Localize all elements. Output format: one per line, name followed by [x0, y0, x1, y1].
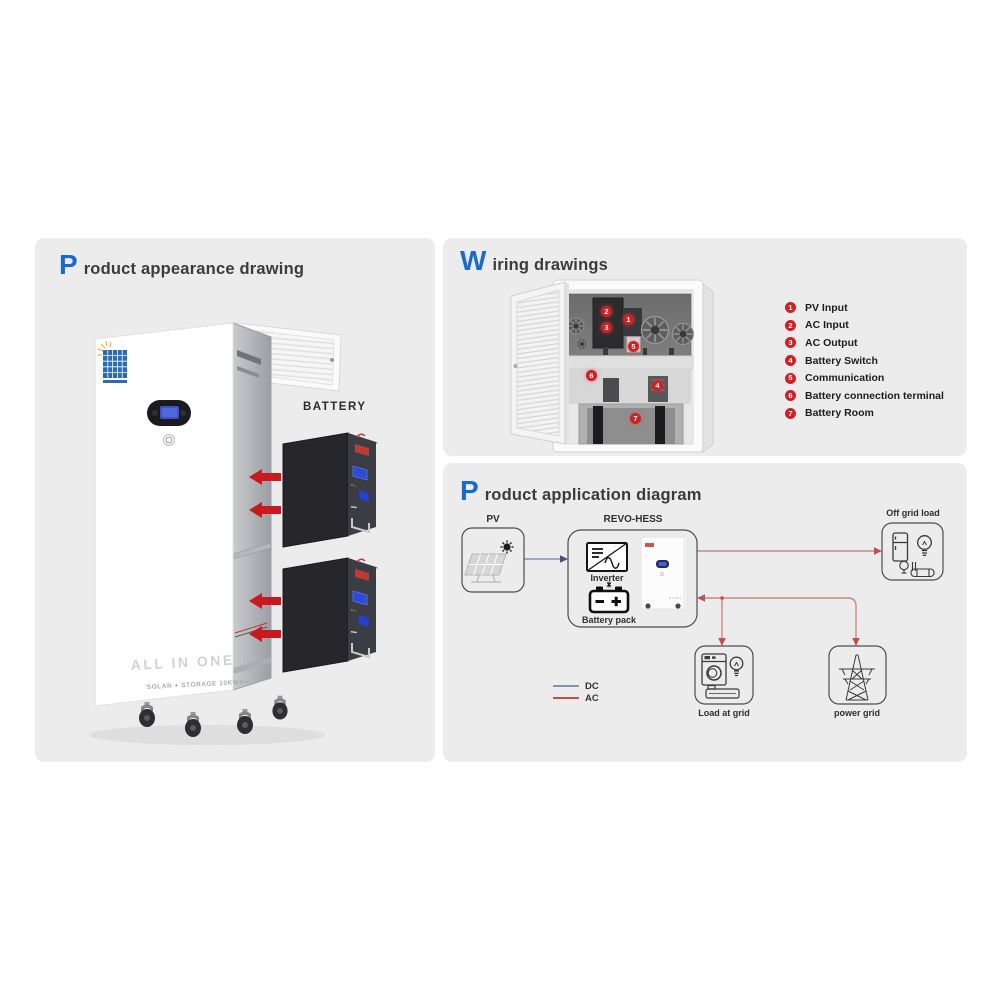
legend-item: 3 AC Output — [785, 334, 944, 352]
transmission-tower-icon — [839, 654, 875, 701]
title-text: iring drawings — [492, 256, 608, 274]
title-text: roduct application diagram — [484, 486, 702, 504]
legend-number-badge: 2 — [785, 319, 796, 331]
battery-room — [578, 403, 684, 445]
fan-icon — [899, 560, 917, 574]
revo-hess-label: REVO-HESS — [603, 514, 663, 525]
legend-number-badge: 6 — [785, 390, 796, 402]
floor-shadow — [89, 725, 325, 745]
diagram-badge-7: 7 — [630, 413, 641, 424]
legend-number-badge: 5 — [785, 372, 796, 384]
light-bulb-icon — [917, 535, 932, 556]
wiring-illustration — [510, 279, 714, 454]
off-grid-load-label: Off grid load — [886, 508, 940, 518]
battery-caption: BATTERY — [303, 401, 367, 413]
wiring-title: W iring drawings — [460, 247, 608, 275]
legend-number-badge: 3 — [785, 337, 796, 349]
battery-module-upper — [282, 432, 378, 548]
battery-pack-icon — [588, 581, 630, 614]
legend-item: 2 AC Input — [785, 317, 944, 335]
load-at-grid-icons — [701, 653, 744, 699]
ac-connections — [697, 550, 877, 641]
brand-logo-icon — [97, 340, 127, 383]
legend-item: 7 Battery Room — [785, 405, 944, 423]
power-grid-label: power grid — [833, 708, 881, 718]
dc-line-sample — [553, 685, 579, 687]
pv-label: PV — [486, 514, 500, 525]
ac-legend-label: AC — [585, 693, 599, 704]
legend-item: 4 Battery Switch — [785, 352, 944, 370]
pv-node-box — [461, 527, 525, 593]
diagram-badge-1: 1 — [623, 314, 634, 325]
diagram-badge-4: 4 — [652, 380, 663, 391]
legend-item: 6 Battery connection terminal — [785, 387, 944, 405]
door-handle-icon — [513, 364, 518, 368]
washing-machine-icon — [701, 653, 727, 686]
title-initial: W — [460, 245, 487, 276]
title-text: roduct appearance drawing — [83, 260, 305, 278]
application-diagram — [461, 522, 944, 705]
open-door — [510, 281, 569, 445]
title-initial: P — [460, 475, 479, 506]
off-grid-load-node-box — [881, 522, 944, 581]
legend-number-badge: 1 — [785, 302, 796, 314]
door-lock-icon — [330, 358, 334, 362]
panel-product-appearance: P roduct appearance drawing — [35, 238, 435, 762]
ac-arrowheads — [697, 547, 882, 646]
legend-number-badge: 7 — [785, 407, 796, 419]
panel-wiring-drawings: W iring drawings — [443, 238, 967, 456]
legend-number-badge: 4 — [785, 355, 796, 367]
sun-icon — [500, 540, 514, 554]
terminal-block — [603, 378, 619, 402]
inverter-icon — [586, 542, 628, 572]
round-emblem-icon — [163, 434, 175, 446]
revo-hess-node-box — [567, 529, 698, 628]
battery-module-lower — [282, 557, 378, 673]
wiring-legend: 1 PV Input 2 AC Input 3 AC Output 4 Batt… — [785, 299, 944, 422]
diagram-badge-5: 5 — [628, 341, 639, 352]
divider-shelf — [564, 355, 694, 370]
appearance-title: P roduct appearance drawing — [59, 251, 304, 279]
application-title: P roduct application diagram — [460, 477, 702, 505]
cabinet-side — [702, 282, 714, 454]
battery-pack-label: Battery pack — [581, 615, 637, 625]
diagram-badge-6: 6 — [586, 370, 597, 381]
unit-text-all-in-one: ALL IN ONE — [130, 652, 235, 673]
fridge-icon — [892, 532, 909, 562]
heater-icon — [705, 684, 740, 699]
legend-item: 5 Communication — [785, 369, 944, 387]
appearance-illustration: ALL IN ONE SOLAR + STORAGE 10KWH+ — [89, 322, 378, 745]
revo-unit-image — [640, 536, 688, 610]
ac-line-sample — [553, 697, 579, 699]
title-initial: P — [59, 249, 78, 280]
ac-unit-icon — [910, 568, 935, 578]
panel-application-diagram: P roduct application diagram — [443, 463, 967, 762]
light-bulb-icon — [729, 656, 744, 677]
diagram-badge-2: 2 — [601, 306, 612, 317]
cabinet-front — [94, 322, 234, 707]
load-at-grid-node-box — [694, 645, 754, 705]
dc-legend-label: DC — [585, 681, 599, 692]
solar-panel-icon — [464, 553, 507, 583]
lcd-display — [147, 400, 191, 426]
dc-connection — [524, 555, 568, 563]
diagram-badge-3: 3 — [601, 322, 612, 333]
off-grid-load-icons — [892, 532, 935, 578]
legend-item: 1 PV Input — [785, 299, 944, 317]
insertion-arrows — [249, 469, 281, 642]
inverter-label: Inverter — [590, 573, 624, 583]
power-grid-node-box — [828, 645, 887, 705]
load-at-grid-label: Load at grid — [698, 708, 750, 718]
